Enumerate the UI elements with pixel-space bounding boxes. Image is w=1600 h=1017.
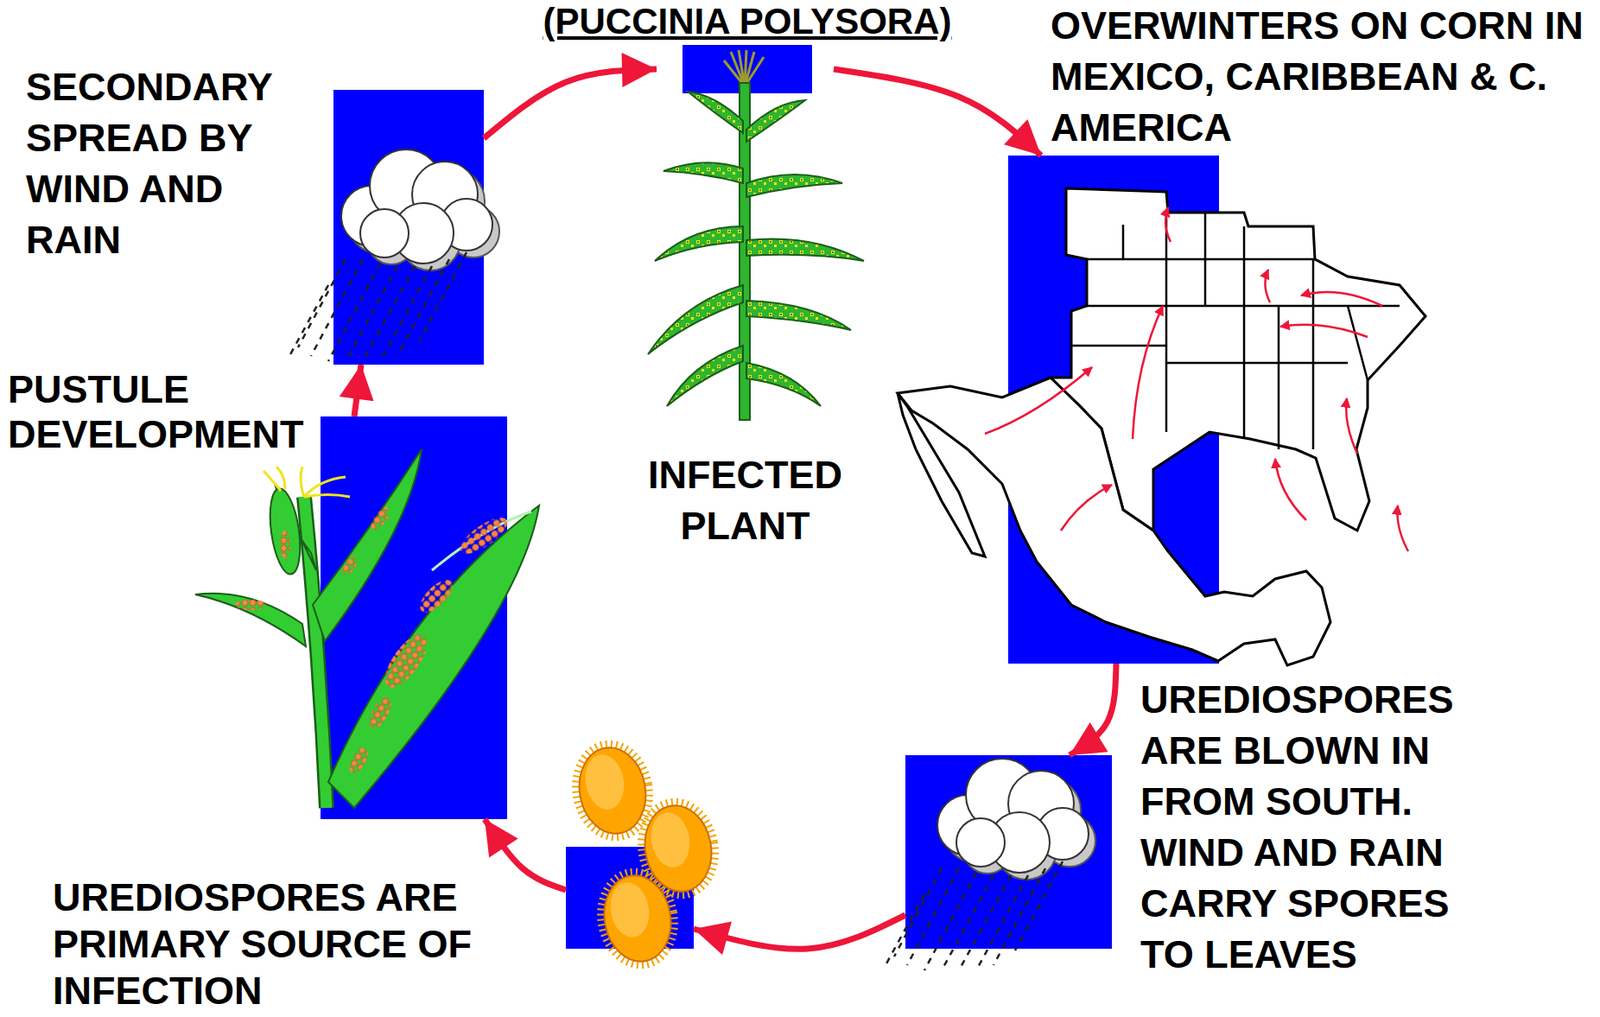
cycle-arrow <box>693 914 906 949</box>
urediospores <box>568 738 722 972</box>
infected-corn-plant <box>746 174 843 197</box>
infected-corn-plant <box>744 57 764 87</box>
rusted-corn-plant <box>195 449 540 808</box>
rusted-corn-plant <box>234 599 267 610</box>
rusted-corn-plant <box>345 744 372 776</box>
rusted-corn-plant <box>195 449 540 808</box>
map-us-mexico <box>1132 305 1163 439</box>
rusted-corn-plant <box>263 470 281 491</box>
rusted-corn-plant <box>195 593 306 647</box>
cycle-arrow <box>483 69 657 139</box>
rusted-corn-plant <box>312 449 422 642</box>
map-us-mexico <box>1086 258 1315 261</box>
infected-corn-plant <box>647 91 864 407</box>
urediospores <box>568 738 722 972</box>
illustration <box>289 149 500 362</box>
rusted-corn-plant <box>455 511 513 560</box>
map-us-mexico <box>1243 226 1246 439</box>
diagram-title: (PUCCINIA POLYSORA) <box>518 0 977 44</box>
rusted-corn-plant <box>234 504 513 776</box>
map-us-mexico <box>1166 361 1348 365</box>
urediospores <box>568 738 656 844</box>
map-us-mexico <box>984 207 1409 552</box>
stage-label: UREDIOSPORES ARE PRIMARY SOURCE OF INFEC… <box>52 874 511 1015</box>
illustration <box>885 758 1096 971</box>
stage-label: OVERWINTERS ON CORN IN MEXICO, CARIBBEAN… <box>1050 0 1587 153</box>
stage-panel: UREDIOSPORES ARE BLOWN IN FROM SOUTH. WI… <box>905 755 1112 949</box>
map-us-mexico <box>1280 324 1368 337</box>
stage-label: UREDIOSPORES ARE BLOWN IN FROM SOUTH. WI… <box>1140 673 1486 980</box>
map-us-mexico <box>897 188 1426 666</box>
stage-label: PUSTULE DEVELOPMENT <box>7 367 319 458</box>
rusted-corn-plant <box>377 628 435 694</box>
map-us-mexico <box>1071 212 1400 450</box>
infected-corn-plant <box>654 226 743 261</box>
urediospores <box>581 751 694 941</box>
map-us-mexico <box>1165 207 1171 242</box>
cycle-arrow <box>354 364 362 417</box>
map-us-mexico <box>1397 505 1410 552</box>
urediospores <box>606 879 654 941</box>
rusted-corn-plant <box>304 495 350 498</box>
cycle-arrow <box>1069 663 1117 756</box>
map-us-mexico <box>1165 212 1169 432</box>
infected-corn-plant <box>723 50 764 87</box>
map-us-mexico <box>1204 212 1207 306</box>
rusted-corn-plant <box>263 466 350 497</box>
map-us-mexico <box>1277 305 1281 450</box>
map-us-mexico <box>897 393 985 557</box>
infected-corn-plant <box>746 362 821 407</box>
map-us-mexico <box>1275 458 1307 521</box>
rusted-corn-plant <box>279 530 291 559</box>
infected-corn-plant <box>666 345 743 407</box>
urediospores <box>581 751 629 813</box>
rusted-corn-plant <box>265 486 305 576</box>
stage-panel: INFECTED PLANT <box>656 43 834 428</box>
infected-corn-plant <box>746 300 851 331</box>
infected-corn-plant <box>647 285 743 355</box>
urediospores <box>572 742 653 839</box>
stage-panel: SECONDARY SPREAD BY WIND AND RAIN <box>333 89 484 365</box>
map-us-mexico <box>1071 344 1167 348</box>
stage-panel: UREDIOSPORES ARE PRIMARY SOURCE OF INFEC… <box>565 846 694 949</box>
map-us-mexico <box>1060 484 1112 531</box>
stage-panel: OVERWINTERS ON CORN IN MEXICO, CARIBBEAN… <box>1008 155 1220 664</box>
rusted-corn-plant <box>368 504 394 534</box>
rusted-corn-plant <box>414 574 458 617</box>
rusted-corn-plant <box>300 466 305 497</box>
rusted-corn-plant <box>304 496 327 808</box>
cycle-arrow <box>833 69 1042 156</box>
map-us-mexico <box>897 377 1331 666</box>
map-us-mexico <box>1122 224 1125 260</box>
map-us-mexico <box>1347 305 1368 381</box>
infected-corn-plant <box>647 50 864 420</box>
infected-corn-plant <box>687 91 743 134</box>
urediospores <box>572 742 718 967</box>
urediospores <box>647 809 694 871</box>
stage-panel: PUSTULE DEVELOPMENT <box>320 416 508 820</box>
infected-corn-plant <box>746 100 806 142</box>
map-us-mexico <box>1264 269 1270 303</box>
stage-label: SECONDARY SPREAD BY WIND AND RAIN <box>25 61 303 266</box>
urediospores <box>597 869 678 967</box>
infected-corn-plant <box>746 238 864 261</box>
map-us-mexico <box>1346 398 1358 454</box>
rusted-corn-plant <box>304 496 327 808</box>
stage-label: INFECTED PLANT <box>633 449 858 552</box>
map-us-mexico <box>1301 292 1383 306</box>
rusted-corn-plant <box>339 554 361 578</box>
rusted-corn-plant <box>431 511 532 571</box>
rusted-corn-plant <box>276 466 286 489</box>
rusted-corn-plant <box>364 693 396 732</box>
cycle-arrow <box>484 819 566 890</box>
map-us-mexico <box>1312 259 1315 450</box>
map-us-mexico <box>984 367 1093 434</box>
infected-corn-plant <box>663 162 743 184</box>
